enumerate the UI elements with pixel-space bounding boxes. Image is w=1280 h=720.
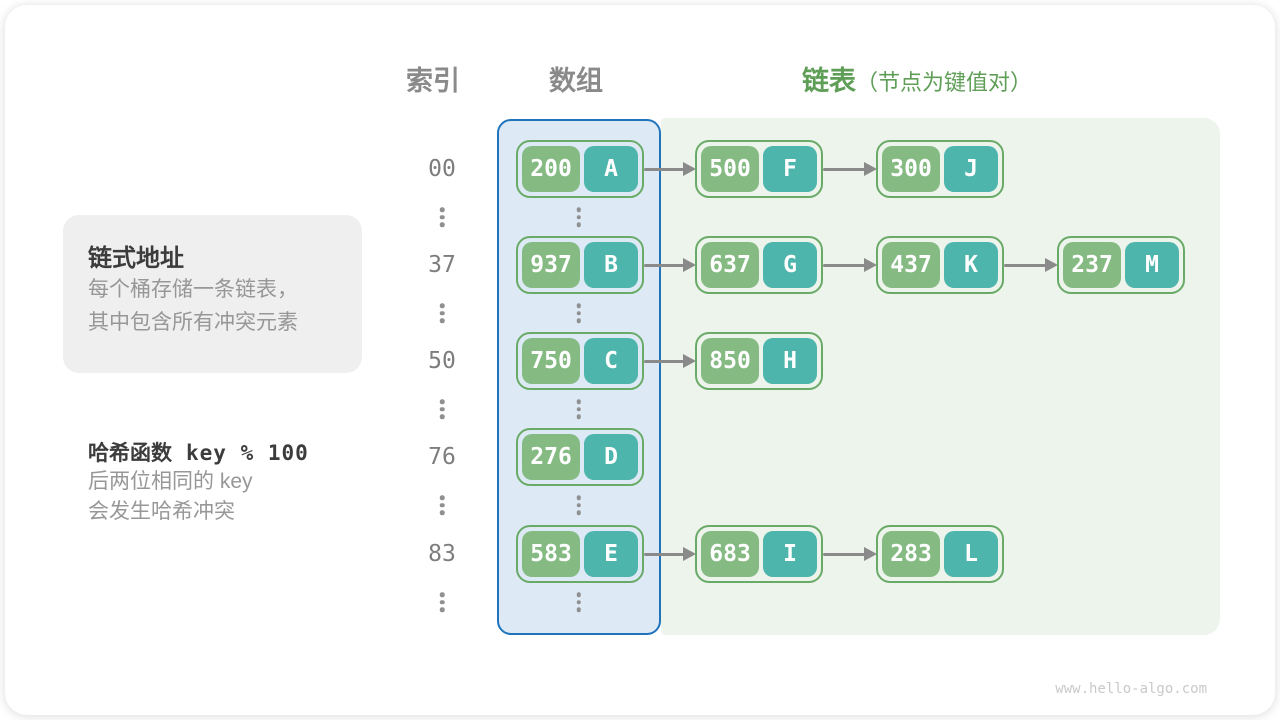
node-key: 937 xyxy=(522,242,581,288)
node-key: 583 xyxy=(522,531,581,577)
bucket-index-00: 00 xyxy=(428,156,456,182)
array-ellipsis xyxy=(576,592,581,612)
node-value: K xyxy=(944,242,998,288)
info-box-line-2: 其中包含所有冲突元素 xyxy=(88,311,298,334)
list-note: （节点为键值对） xyxy=(856,70,1033,95)
node-key: 283 xyxy=(882,531,941,577)
watermark: www.hello-algo.com xyxy=(1055,681,1207,697)
index-ellipsis xyxy=(439,207,445,227)
info-box-line-1: 每个桶存储一条链表， xyxy=(88,278,298,301)
node-key: 500 xyxy=(701,146,760,192)
hash-note-line-1: 后两位相同的 key xyxy=(88,470,253,493)
node-value: J xyxy=(944,146,998,192)
bucket-index-83: 83 xyxy=(428,541,456,567)
node-key: 200 xyxy=(522,146,581,192)
node-value: L xyxy=(944,531,998,577)
hash-function-note: 哈希函数 key % 100 后两位相同的 key 会发生哈希冲突 xyxy=(88,437,309,527)
index-column-header: 索引 xyxy=(406,66,460,96)
node-key: 750 xyxy=(522,338,581,384)
list-column-header: 链表（节点为键值对） xyxy=(802,59,1032,98)
array-ellipsis xyxy=(576,399,581,419)
node-key: 300 xyxy=(882,146,941,192)
list-title: 链表 xyxy=(802,66,856,96)
node-key: 683 xyxy=(701,531,760,577)
node-value: A xyxy=(584,146,638,192)
node-key: 437 xyxy=(882,242,941,288)
node-value: H xyxy=(763,338,817,384)
bucket-index-50: 50 xyxy=(428,348,456,374)
index-ellipsis xyxy=(439,495,445,515)
bucket-index-76: 76 xyxy=(428,444,456,470)
array-ellipsis xyxy=(576,207,581,227)
node-key: 637 xyxy=(701,242,760,288)
hash-function-label: 哈希函数 xyxy=(88,442,172,465)
node-value: I xyxy=(763,531,817,577)
node-key: 276 xyxy=(522,434,581,480)
array-ellipsis xyxy=(576,495,581,515)
array-ellipsis xyxy=(576,303,581,323)
index-ellipsis xyxy=(439,399,445,419)
info-box: 链式地址 每个桶存储一条链表， 其中包含所有冲突元素 xyxy=(63,215,362,373)
node-value: D xyxy=(584,434,638,480)
node-value: B xyxy=(584,242,638,288)
node-value: M xyxy=(1125,242,1179,288)
hash-note-line-2: 会发生哈希冲突 xyxy=(88,500,235,523)
diagram-card: 索引 数组 链表（节点为键值对） 链式地址 每个桶存储一条链表， 其中包含所有冲… xyxy=(5,5,1275,715)
node-value: E xyxy=(584,531,638,577)
hash-function-title: 哈希函数 key % 100 xyxy=(88,437,309,467)
info-box-title: 链式地址 xyxy=(88,245,184,272)
bucket-index-37: 37 xyxy=(428,252,456,278)
index-ellipsis xyxy=(439,592,445,612)
node-value: G xyxy=(763,242,817,288)
node-key: 237 xyxy=(1063,242,1122,288)
node-value: F xyxy=(763,146,817,192)
node-value: C xyxy=(584,338,638,384)
node-key: 850 xyxy=(701,338,760,384)
index-ellipsis xyxy=(439,303,445,323)
hash-function-code: key % 100 xyxy=(186,441,309,465)
array-column-header: 数组 xyxy=(549,66,603,96)
